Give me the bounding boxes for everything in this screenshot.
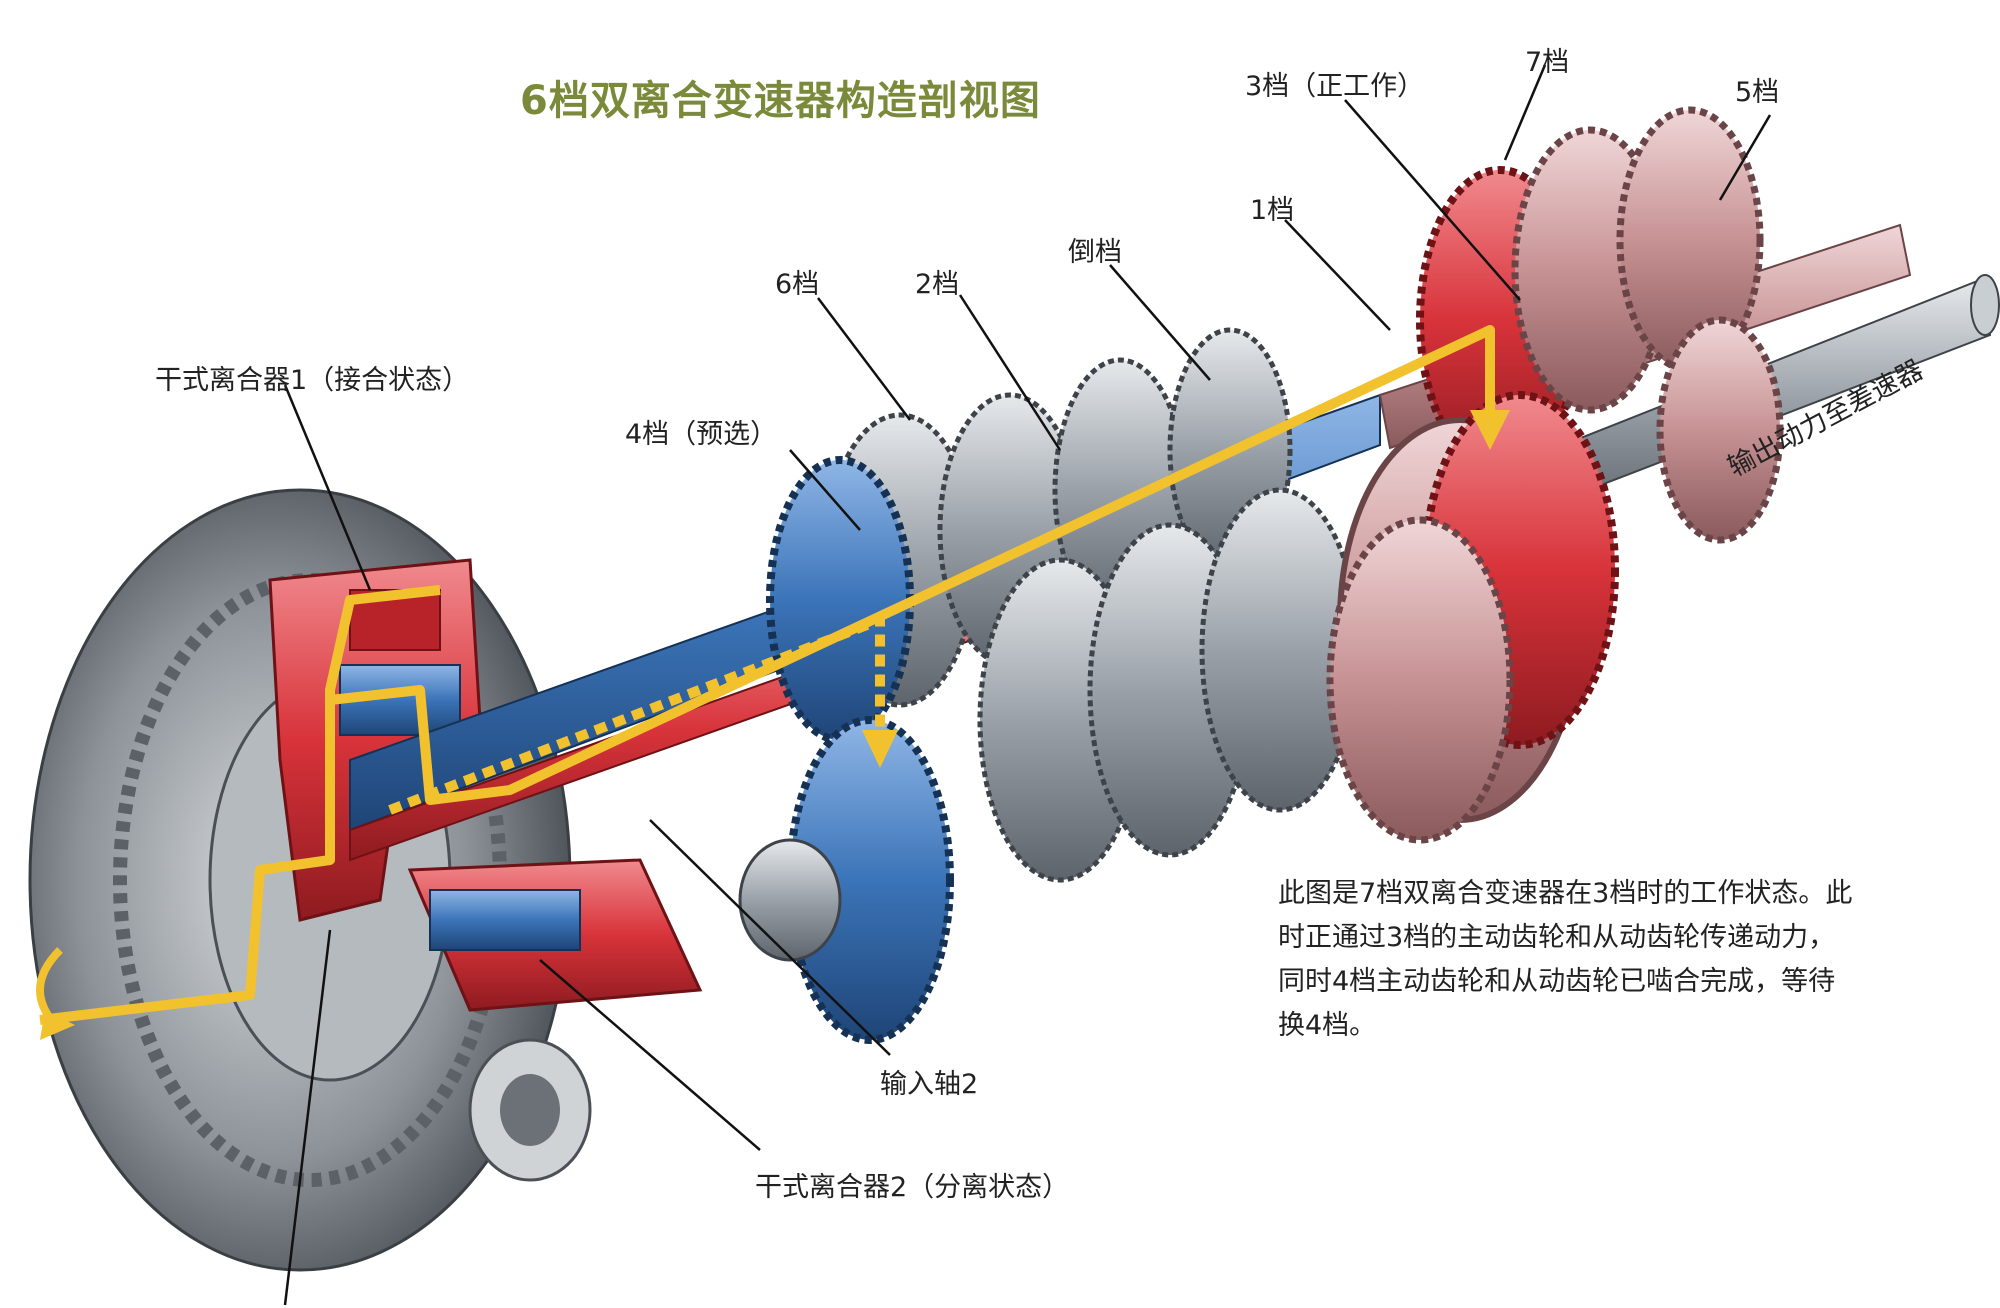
label-gear-3: 3档（正工作） [1245, 71, 1425, 102]
rotation-arrow-head-icon [40, 1010, 75, 1040]
label-reverse-gear: 倒档 [1068, 237, 1122, 268]
label-clutch-1: 干式离合器1（接合状态） [155, 365, 470, 396]
label-input-shaft-2: 输入轴2 [880, 1069, 979, 1100]
label-gear-7: 7档 [1525, 47, 1570, 78]
label-gear-4: 4档（预选） [625, 419, 778, 450]
leader-lines [283, 64, 1772, 1306]
label-gear-6: 6档 [775, 269, 820, 300]
gear-right-pink [1326, 106, 1784, 844]
label-gear-5: 5档 [1735, 77, 1780, 108]
label-gear-2: 2档 [915, 269, 960, 300]
power-flow-path [39, 325, 1510, 1025]
gear-4-blue [738, 456, 954, 1044]
diagram-title: 6档双离合变速器构造剖视图 [520, 78, 1041, 124]
label-gear-1: 1档 [1250, 195, 1295, 226]
description-text: 此图是7档双离合变速器在3档时的工作状态。此时正通过3档的主动齿轮和从动齿轮传递… [1278, 878, 1853, 1041]
label-clutch-2: 干式离合器2（分离状态） [755, 1172, 1070, 1203]
